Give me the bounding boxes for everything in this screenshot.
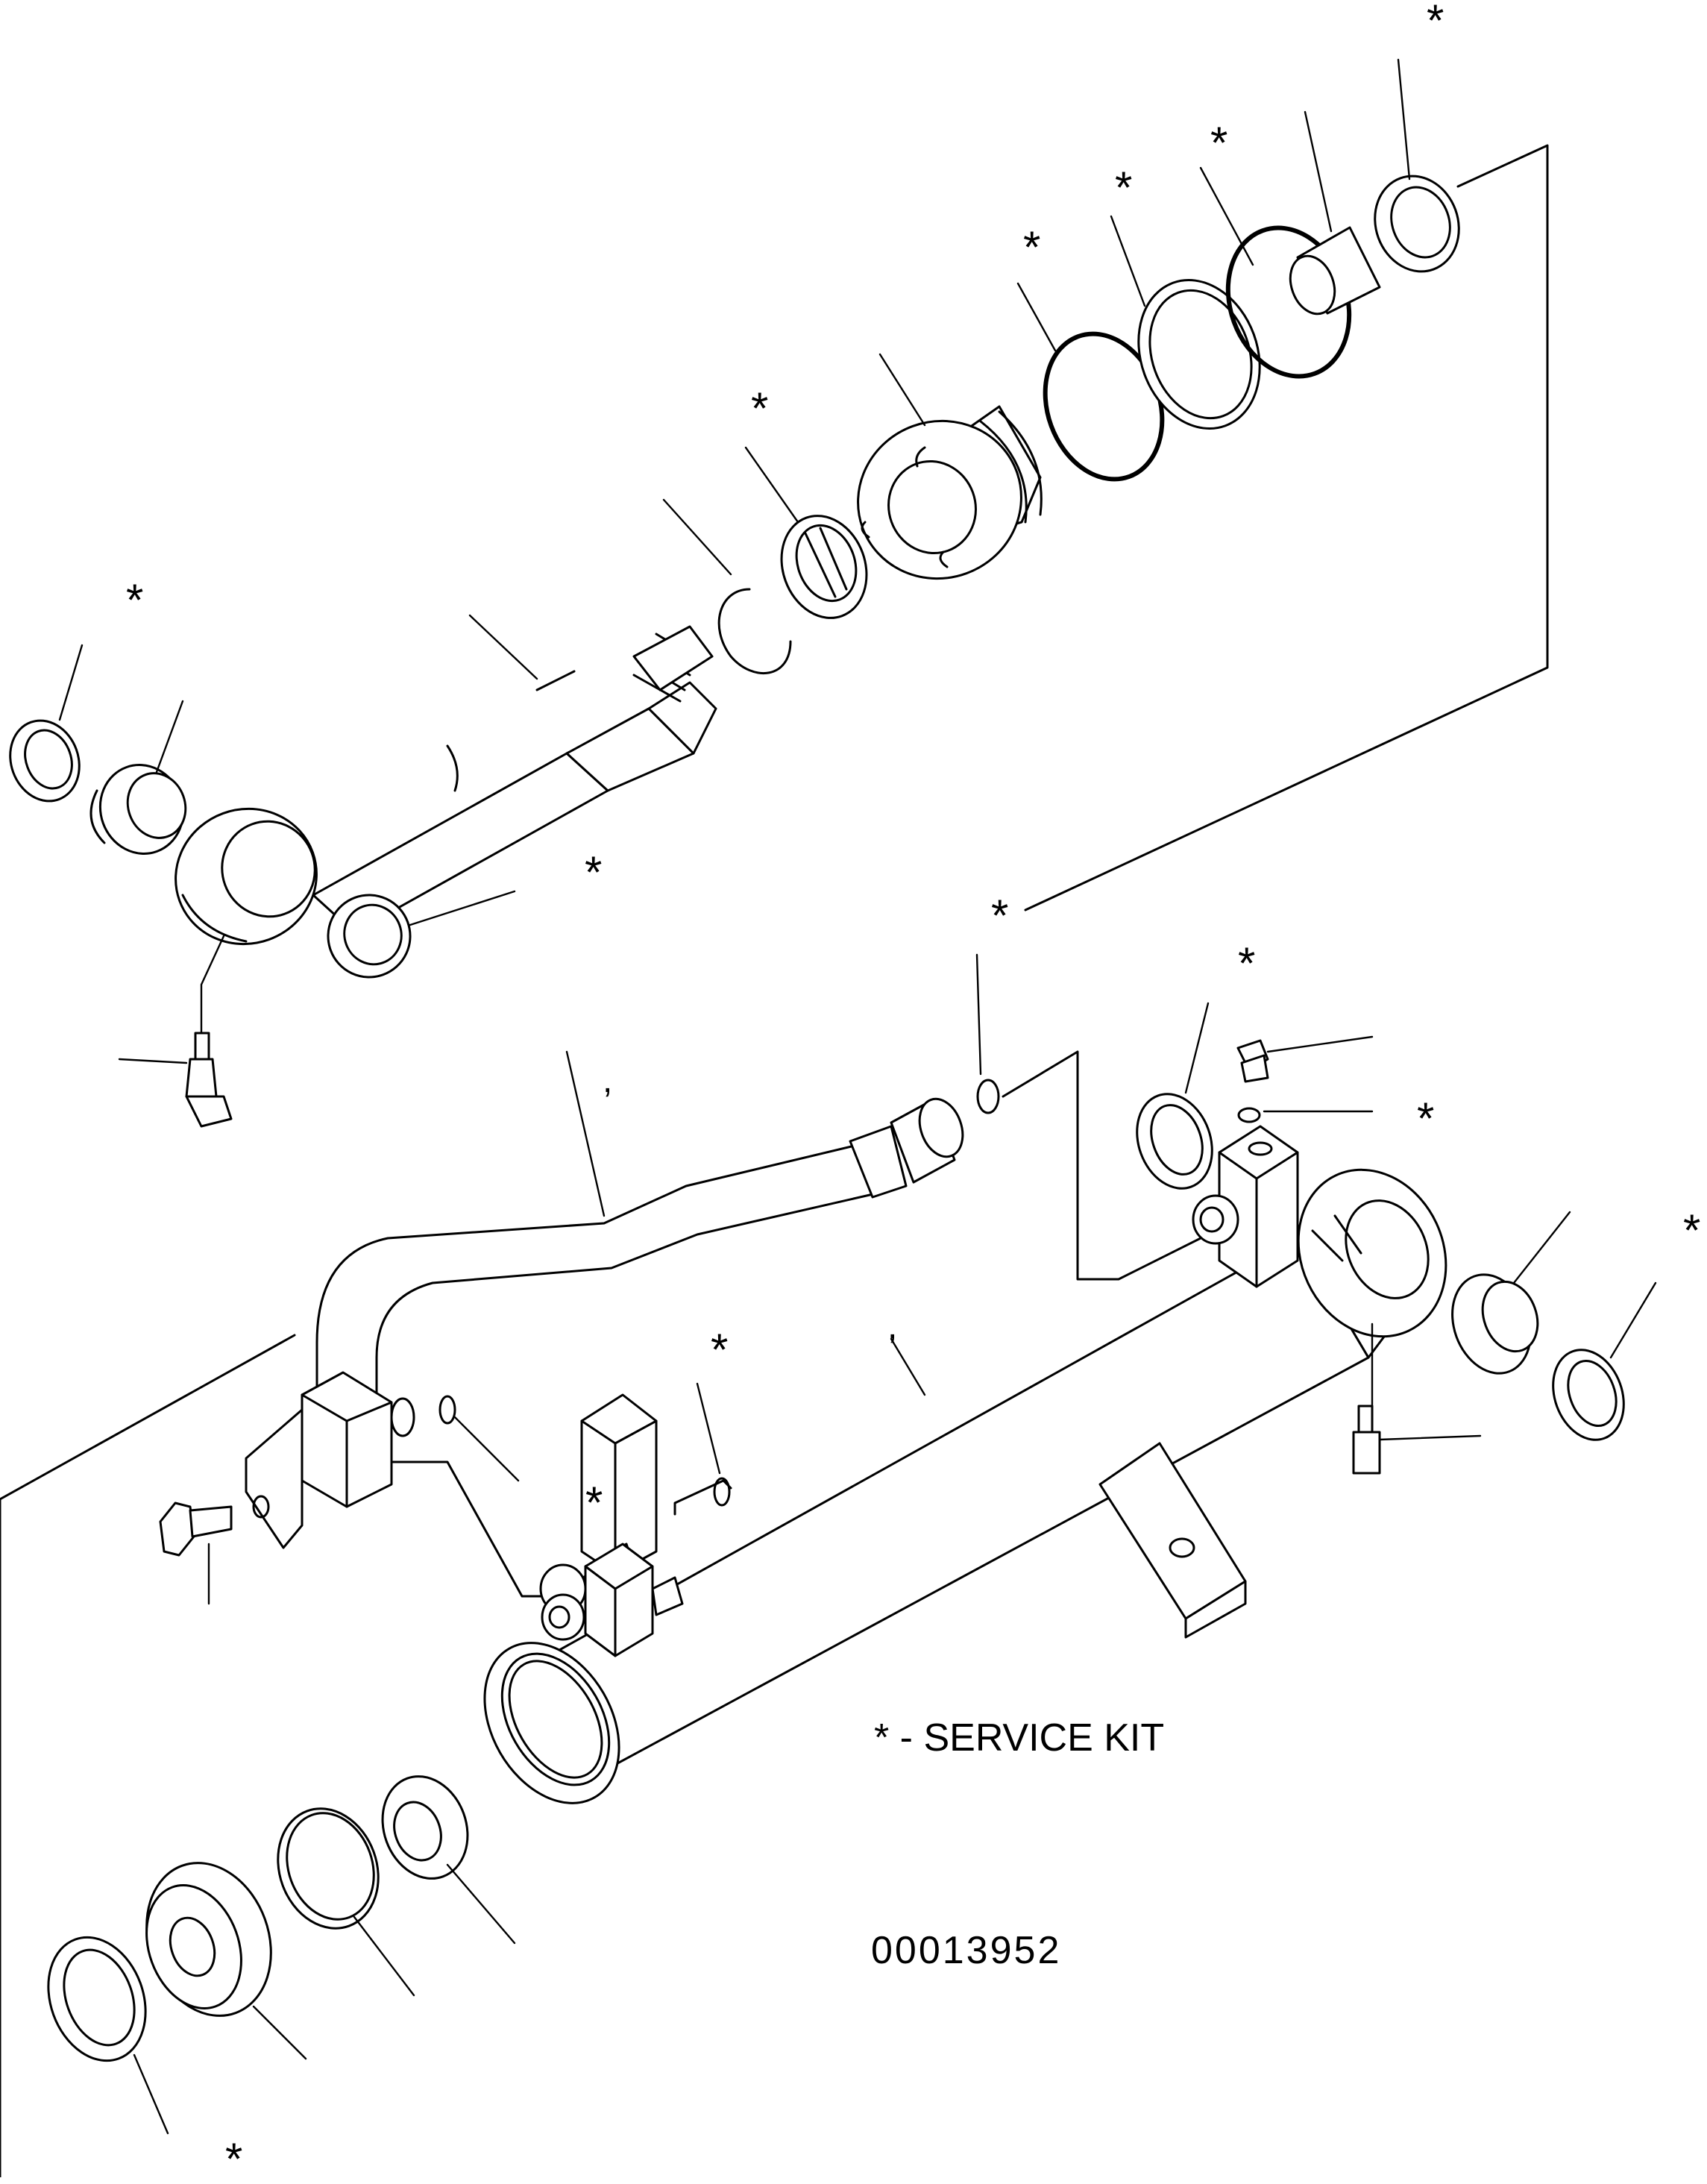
grease-fitting-top xyxy=(185,1032,233,1128)
service-kit-marker: * xyxy=(126,575,144,625)
piston xyxy=(145,1862,272,2017)
dust-seal-tube xyxy=(1136,1093,1213,1190)
backup-ring xyxy=(1137,279,1261,430)
piston-rod xyxy=(312,625,717,934)
tube-end-eye xyxy=(1296,1168,1447,1359)
bushing-tube xyxy=(1451,1273,1539,1375)
bushing-center xyxy=(780,515,868,619)
bushing-left xyxy=(89,764,187,855)
service-kit-marker: * xyxy=(1683,1205,1701,1255)
service-kit-marker: * xyxy=(1427,0,1444,46)
service-kit-marker: * xyxy=(585,847,603,897)
hydraulic-pipe xyxy=(315,1097,964,1419)
figure-number: 00013952 xyxy=(871,1929,1062,1972)
rod-eye xyxy=(175,807,318,946)
leader-lines xyxy=(58,58,1657,2135)
plug-bolt xyxy=(1236,1039,1269,1083)
mounting-plate xyxy=(1098,1442,1247,1639)
service-kit-marker: * xyxy=(1023,222,1041,272)
wear-ring xyxy=(277,1807,380,1930)
service-kit-legend: * - SERVICE KIT xyxy=(874,1716,1165,1760)
service-kit-marker: * xyxy=(751,383,769,433)
dust-seal-tube-right xyxy=(1552,1349,1625,1441)
piston-nut xyxy=(381,1775,469,1880)
flange-bolt xyxy=(159,1502,233,1557)
cylinder-head xyxy=(857,405,1043,580)
service-kit-marker: * xyxy=(1210,118,1228,168)
service-kit-marker: * xyxy=(1417,1093,1435,1143)
guide-bushing xyxy=(1289,226,1381,316)
piston-seal xyxy=(47,1936,147,2062)
dust-seal-top-right xyxy=(1374,175,1460,273)
dust-seal-center xyxy=(327,894,412,979)
port-block-middle xyxy=(541,1543,684,1657)
service-kit-marker: * xyxy=(711,1325,729,1375)
grease-fitting-tube xyxy=(1352,1405,1381,1475)
service-kit-marker: * xyxy=(1238,938,1256,988)
assembly-boundary-lines xyxy=(0,144,1549,2177)
cylinder-tube xyxy=(483,1237,1370,1804)
port-block-upper xyxy=(1192,1125,1299,1288)
snap-ring xyxy=(717,588,792,674)
pipe-flange-bracket xyxy=(245,1371,415,1549)
service-kit-marker: * xyxy=(1115,163,1133,213)
service-kit-marker: * xyxy=(585,1478,603,1528)
service-kit-marker: * xyxy=(991,891,1009,941)
tick-marker: , xyxy=(603,1061,613,1100)
o-ring-pipe xyxy=(438,1079,1261,1507)
service-kit-marker: * xyxy=(225,2134,243,2184)
tick-marker: , xyxy=(887,1307,898,1346)
dust-seal-left xyxy=(9,719,81,803)
